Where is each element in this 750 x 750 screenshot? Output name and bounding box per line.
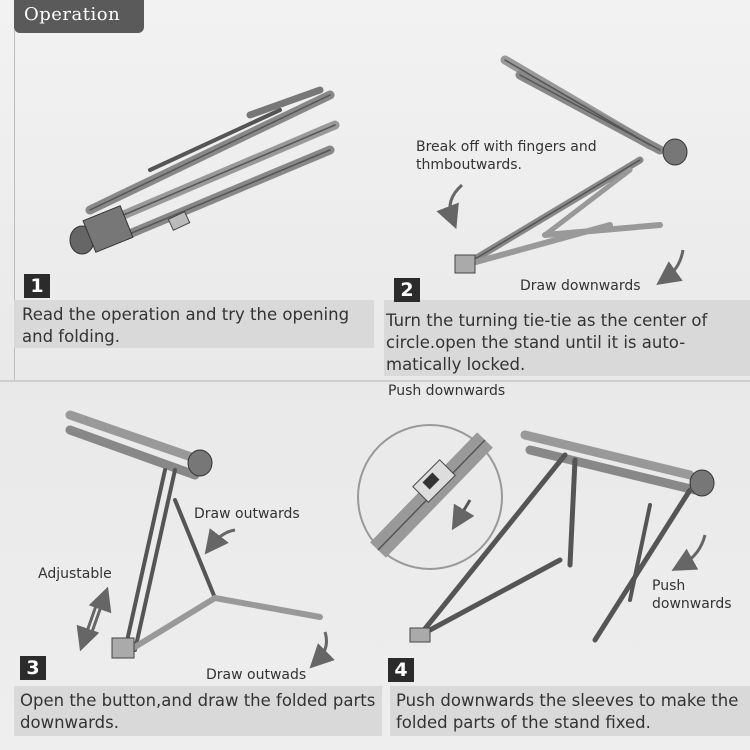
step1-folded-tripod-illustration xyxy=(69,86,340,255)
step3-number-badge: 3 xyxy=(20,656,46,680)
step4-band xyxy=(390,686,750,736)
middle-divider xyxy=(0,380,750,382)
step2-rotate-arrow-icon xyxy=(436,183,464,230)
step1-text: Read the operation and try the opening a… xyxy=(22,305,350,346)
adjustable-arrow-up-icon xyxy=(88,586,112,633)
step3-band xyxy=(14,686,382,736)
step2-band xyxy=(384,300,750,376)
step1-band xyxy=(14,300,374,348)
step3-draw-outwards-arrow-icon xyxy=(204,528,236,555)
step4-text: Push downwards the sleeves to make the f… xyxy=(396,691,739,732)
step2-draw-downwards-label: Draw downwards xyxy=(520,278,641,294)
header-tab: Operation xyxy=(14,0,144,33)
step3-draw-outwards-lower-arrow-icon xyxy=(309,631,335,669)
step4-number-badge: 4 xyxy=(388,658,414,682)
step2-break-off-label: Break off with fingers and thmboutwards. xyxy=(416,139,597,173)
step3-opened-stand-illustration xyxy=(65,410,323,659)
step3-draw-outwards-label: Draw outwards xyxy=(194,506,300,522)
step2-draw-down-arrow-icon xyxy=(656,249,685,285)
step4-stand-illustration xyxy=(409,430,715,643)
step3-adjustable-label: Adjustable xyxy=(38,566,112,582)
step4-magnifier-push-label: Push downwards xyxy=(388,383,506,399)
left-edge-line xyxy=(14,30,15,380)
push-down-arrow-icon xyxy=(451,499,475,531)
step2-opening-tripod-illustration xyxy=(454,55,688,274)
step1-number-badge: 1 xyxy=(24,274,50,298)
step4-magnifier-illustration xyxy=(357,424,503,570)
header-title: Operation xyxy=(24,4,121,25)
step4-push-down-arrow-icon xyxy=(671,534,707,571)
step4-push-downwards-label: Push downwards xyxy=(652,578,732,612)
step3-draw-outwards-lower-label: Draw outwads xyxy=(206,667,307,683)
step2-number-badge: 2 xyxy=(394,278,420,302)
step2-text: Turn the turning tie-tie as the center o… xyxy=(386,311,708,374)
step3-text: Open the button,and draw the folded part… xyxy=(20,691,376,732)
